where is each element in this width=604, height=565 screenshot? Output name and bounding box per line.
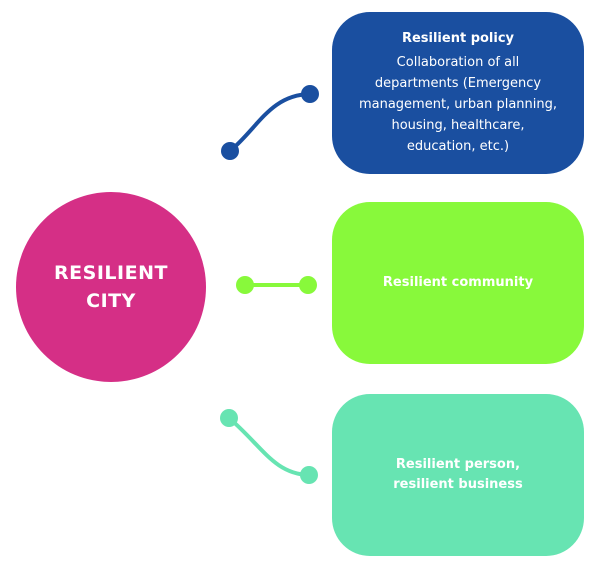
connector-policy-end-dot (301, 85, 319, 103)
resilient-policy-description: Collaboration of all departments (Emerge… (358, 55, 558, 154)
resilient-policy-title: Resilient policy (401, 31, 515, 46)
connector-community (236, 276, 317, 294)
connector-person-end-dot (300, 466, 318, 484)
connector-community-end-dot (299, 276, 317, 294)
center-label-line1: RESILIENT (54, 262, 168, 284)
connector-person-start-dot (220, 409, 238, 427)
resilient-community-node: Resilient community (332, 202, 584, 364)
resilient-community-title: Resilient community (382, 275, 534, 290)
connector-community-start-dot (236, 276, 254, 294)
resilient-person-node: Resilient person, resilient business (332, 394, 584, 556)
connector-policy (221, 85, 319, 160)
resilient-person-title: Resilient person, resilient business (393, 457, 523, 492)
center-label-line2: CITY (86, 290, 136, 312)
resilient-city-node: RESILIENT CITY (16, 192, 206, 382)
connector-policy-start-dot (221, 142, 239, 160)
connector-person (220, 409, 318, 484)
resilient-policy-node: Resilient policy Collaboration of all de… (332, 12, 584, 174)
